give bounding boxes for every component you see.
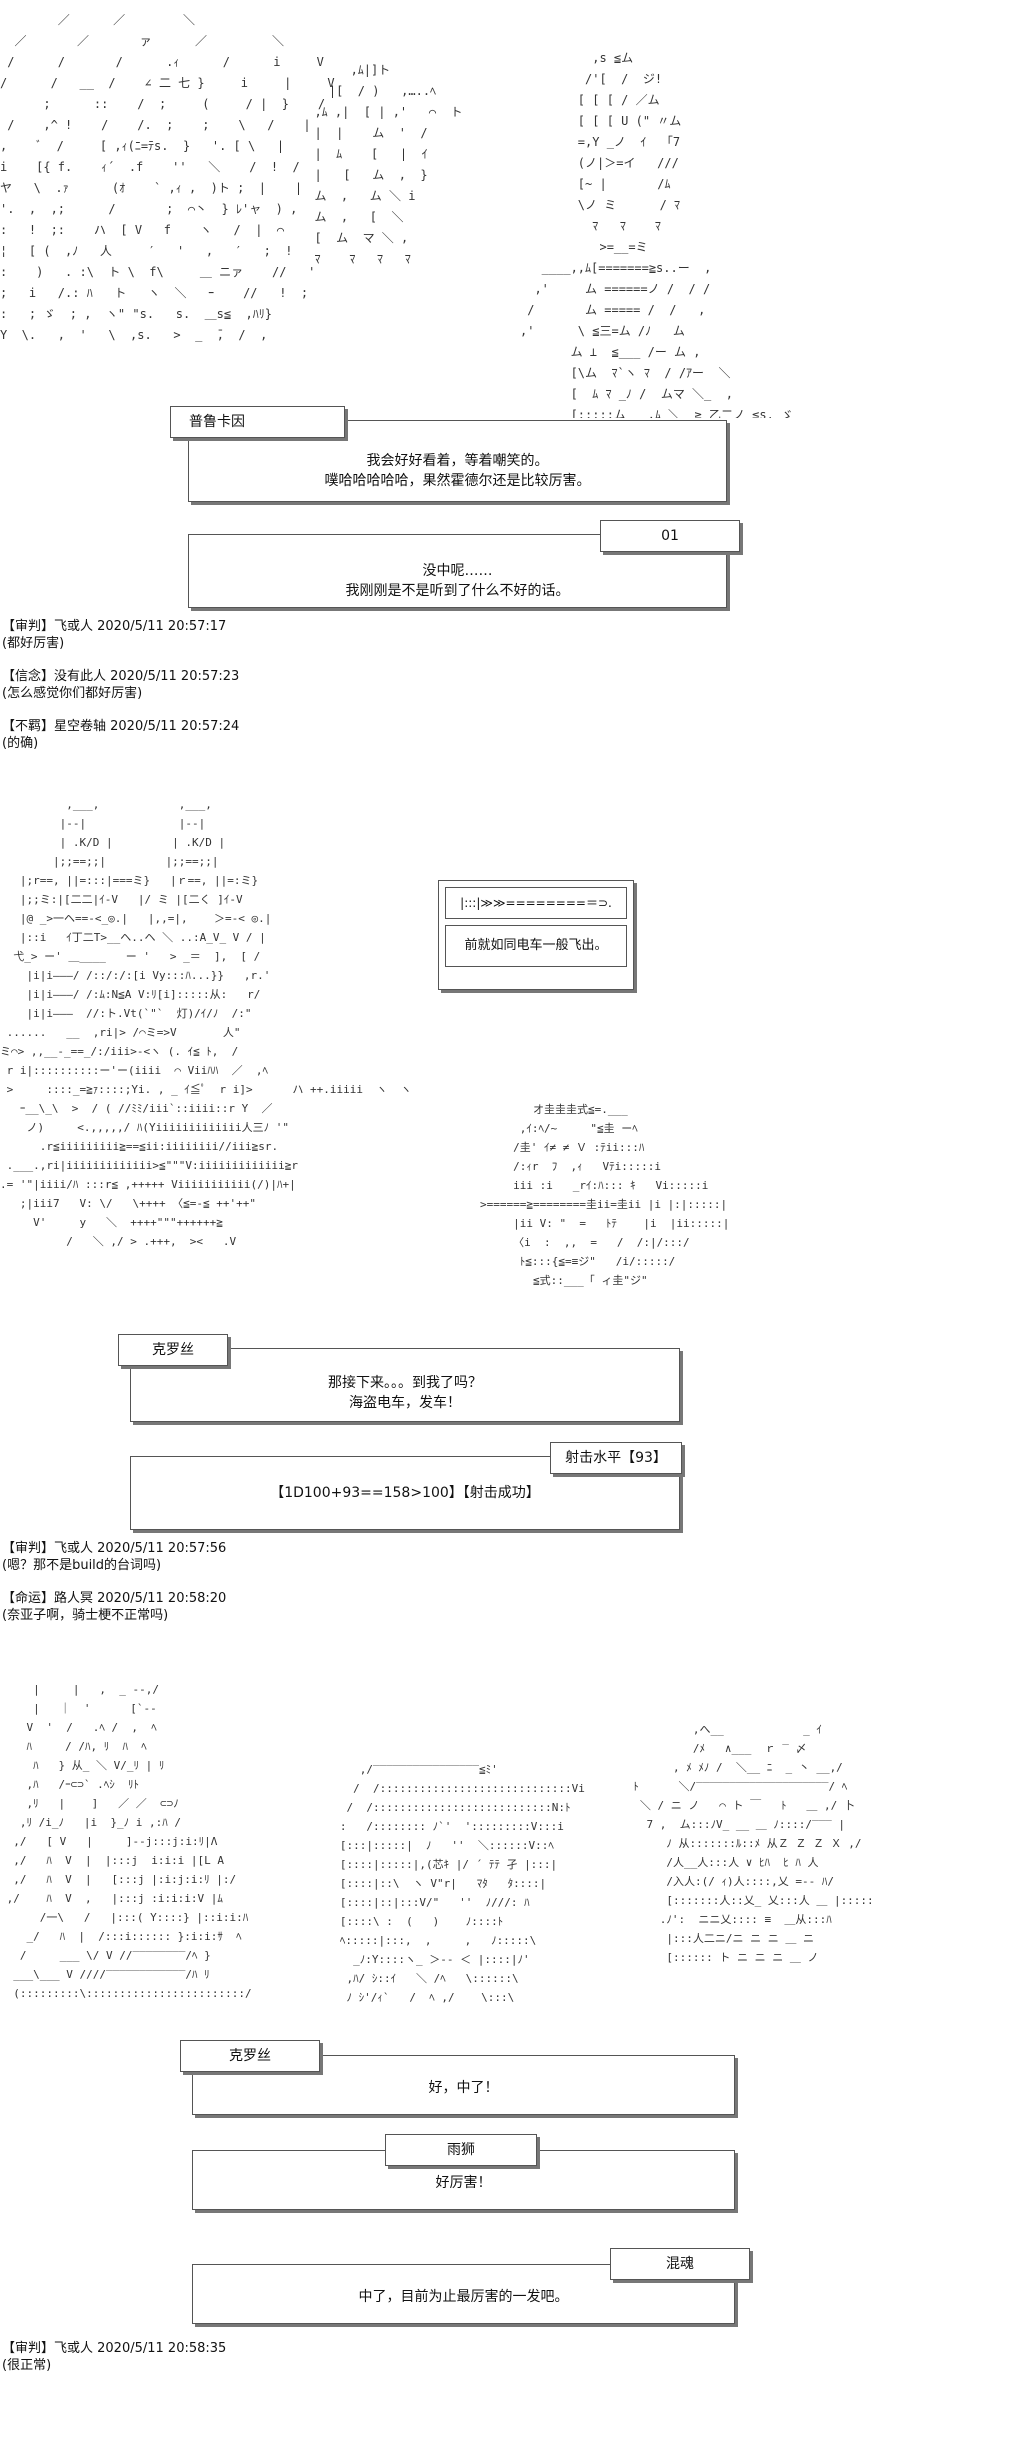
speaker-name-tag: 混魂: [610, 2248, 750, 2280]
caption-art-text: |:::|≫≫========＝⊃.: [460, 896, 612, 910]
ascii-art-hair-mid: ,ﾑ|]ト |[ / ) ,…..ﾍ ,ﾑ ,| [ | ,' ⌒ ト | | …: [314, 63, 463, 266]
ascii-art-girl-left-3: | | , _ -‐,/ | ｜ ' [`-- V ' / .ﾍ / , ﾍ ﾊ…: [6, 1683, 252, 2000]
comment-body: (都好厉害): [2, 636, 65, 651]
ascii-art-girl-left: ／ ／ ＼ ／ ／ ァ ／ ＼ / / / .ｨ / i V / / __ / …: [0, 13, 335, 342]
dialog-box: 好，中了！: [192, 2055, 735, 2115]
dialog-box: 好厉害！: [192, 2150, 735, 2210]
ascii-art-figure-right: ,s ≦ム /'[ / ジ! [ [ [ / ／ム [ [ [ U (" 〃ム …: [520, 51, 794, 418]
speaker-name: 克罗丝: [152, 1342, 194, 1358]
comment-body: (很正常): [2, 2358, 52, 2373]
comment-header: 【审判】飞或人 2020/5/11 20:57:56: [2, 1541, 227, 1556]
ascii-art-pirate-right: オ圭圭圭式≦=.___ ,ｲ:ﾍ/~ "≦圭 ーﾍ /圭' ｲ≠ ≠ Ｖ :ﾃi…: [480, 1103, 730, 1287]
dialog-line: 没中呢……: [422, 563, 493, 579]
speaker-name-tag: 克罗丝: [180, 2040, 320, 2072]
caption-text-frame: 前就如同电车一般飞出。: [445, 925, 627, 967]
ascii-art-fox-girl-center: ,/‾‾‾‾‾‾‾‾‾‾‾‾‾‾‾‾≦ﾐ' / /:::::::::::::::…: [339, 1763, 585, 2004]
speaker-name-tag: 雨狮: [385, 2134, 537, 2166]
comment-block: 【审判】飞或人 2020/5/11 20:58:35 (很正常): [2, 2340, 226, 2374]
dialog-line: 我会好好看着，等着嘲笑的。: [366, 453, 549, 469]
comment-header: 【命运】路人冥 2020/5/11 20:58:20: [2, 1591, 227, 1606]
caption-box: |:::|≫≫========＝⊃. 前就如同电车一般飞出。: [438, 880, 634, 990]
speaker-name: 射击水平【93】: [565, 1450, 667, 1466]
dialog-line: 好厉害！: [435, 2175, 492, 2191]
speaker-name-tag: 射击水平【93】: [550, 1442, 682, 1474]
comment-header: 【不羁】星空卷轴 2020/5/11 20:57:24: [2, 719, 240, 734]
comment-header: 【审判】飞或人 2020/5/11 20:58:35: [2, 2341, 227, 2356]
comment-block: 【审判】飞或人 2020/5/11 20:57:17 (都好厉害): [2, 618, 226, 652]
speaker-name: 雨狮: [447, 2142, 475, 2158]
caption-art: |:::|≫≫========＝⊃.: [445, 887, 627, 919]
dialog-line: 【1D100+93==158>100】【射击成功】: [270, 1485, 540, 1501]
comment-block: 【审判】飞或人 2020/5/11 20:57:56 (嗯？那不是build的台…: [2, 1540, 226, 1574]
comment-body: (怎么感觉你们都好厉害): [2, 686, 143, 701]
speaker-name-tag: 普鲁卡因: [170, 406, 345, 438]
comment-body: (嗯？那不是build的台词吗): [2, 1558, 162, 1573]
dialog-line: 噗哈哈哈哈哈，果然霍德尔还是比较厉害。: [324, 473, 591, 489]
speaker-name: 混魂: [666, 2256, 694, 2272]
comment-header: 【审判】飞或人 2020/5/11 20:57:17: [2, 619, 227, 634]
speaker-name: 01: [661, 528, 679, 544]
speaker-name-tag: 01: [600, 520, 740, 552]
dialog-line: 海盗电车，发车！: [349, 1395, 461, 1411]
comment-body: (的确): [2, 736, 39, 751]
dialog-line: 我刚刚是不是听到了什么不好的话。: [345, 583, 570, 599]
caption-text: 前就如同电车一般飞出。: [464, 938, 608, 953]
ascii-art-train-left: ,___, ,___, |--| |--| | .K/D | | .K/D | …: [0, 798, 412, 1248]
dialog-line: 中了，目前为止最厉害的一发吧。: [358, 2289, 569, 2305]
ascii-art-sword-right: ,へ__ _ ｲ /ﾒ ∧___ ｒ ‾ 〆 , ﾒ ﾒﾉ / ＼__ ﾆ _ …: [633, 1723, 874, 1964]
dialog-line: 好，中了！: [428, 2080, 499, 2096]
comment-block: 【信念】没有此人 2020/5/11 20:57:23 (怎么感觉你们都好厉害): [2, 668, 239, 702]
speaker-name-tag: 克罗丝: [118, 1334, 228, 1366]
dialog-line: 那接下来。。。到我了吗？: [328, 1375, 482, 1391]
speaker-name: 克罗丝: [229, 2048, 271, 2064]
speaker-name: 普鲁卡因: [189, 414, 245, 430]
dialog-box: 我会好好看着，等着嘲笑的。 噗哈哈哈哈哈，果然霍德尔还是比较厉害。: [188, 420, 727, 502]
comment-body: (奈亚子啊，骑士梗不正常吗): [2, 1608, 169, 1623]
comment-header: 【信念】没有此人 2020/5/11 20:57:23: [2, 669, 240, 684]
comment-block: 【不羁】星空卷轴 2020/5/11 20:57:24 (的确): [2, 718, 239, 752]
comment-block: 【命运】路人冥 2020/5/11 20:58:20 (奈亚子啊，骑士梗不正常吗…: [2, 1590, 226, 1624]
